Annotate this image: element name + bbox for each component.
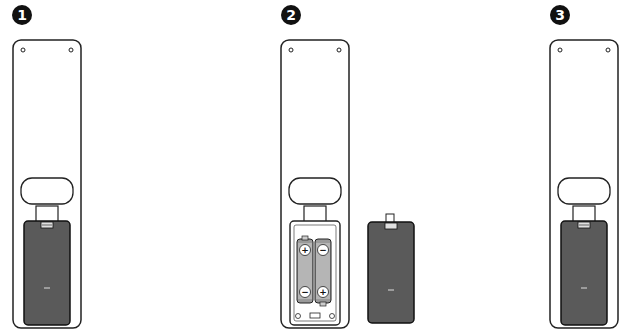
step-number: 3 <box>555 8 565 22</box>
polarity-mark: − <box>319 246 327 255</box>
step-number: 2 <box>286 8 296 22</box>
remote-open <box>281 40 349 328</box>
polarity-mark: − <box>301 288 309 297</box>
battery-cover <box>368 214 414 323</box>
step-badge <box>550 5 570 25</box>
step-badge <box>12 5 32 25</box>
remote-closed <box>13 40 81 328</box>
polarity-mark: + <box>301 246 309 255</box>
step-number: 1 <box>17 8 27 22</box>
polarity-mark: + <box>319 288 327 297</box>
remote-closed <box>550 40 618 328</box>
step-badge <box>281 5 301 25</box>
